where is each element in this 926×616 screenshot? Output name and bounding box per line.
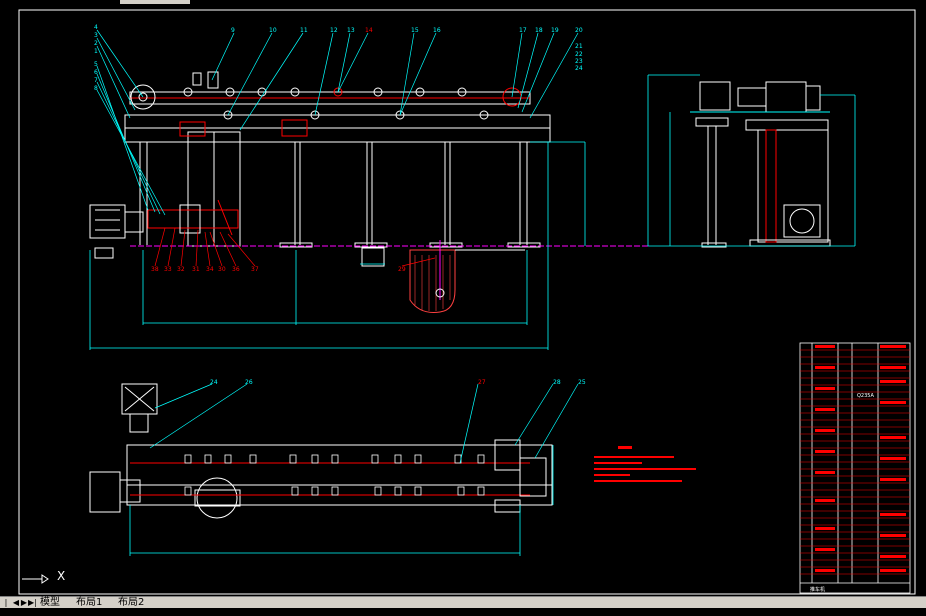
svg-text:30: 30: [218, 266, 226, 273]
side-view: [690, 81, 831, 248]
svg-text:6: 6: [94, 69, 98, 76]
svg-text:14: 14: [365, 27, 373, 34]
front-leaders-red: [154, 227, 436, 267]
layout-tab-bar: |◀ ◀ ▶ ▶| 模型 布局1 布局2: [0, 596, 926, 616]
ucs-icon-arrow: [41, 574, 49, 584]
svg-text:10: 10: [269, 27, 277, 34]
svg-text:33: 33: [164, 266, 172, 273]
svg-text:25: 25: [578, 379, 586, 386]
svg-text:2: 2: [94, 40, 98, 47]
svg-text:18: 18: [535, 27, 543, 34]
front-view: [89, 71, 551, 267]
bom-cell-text: [815, 345, 906, 572]
svg-text:11: 11: [300, 27, 308, 34]
svg-text:5: 5: [94, 61, 98, 68]
svg-text:4: 4: [94, 24, 98, 31]
drawing-border: [18, 9, 916, 595]
plan-bolts: [184, 454, 485, 496]
svg-text:7: 7: [94, 77, 98, 84]
last-tab-button[interactable]: ▶|: [28, 598, 37, 607]
plan-leaders: [149, 383, 579, 464]
svg-text:17: 17: [519, 27, 527, 34]
svg-text:23: 23: [575, 58, 583, 65]
svg-text:36: 36: [232, 266, 240, 273]
roller-row: [183, 87, 489, 120]
tech-notes: [594, 446, 696, 482]
svg-text:29: 29: [398, 266, 406, 273]
svg-text:20: 20: [575, 27, 583, 34]
tab-layout2[interactable]: 布局2: [118, 597, 145, 608]
side-dimensions: [647, 74, 856, 247]
pit-section: [409, 240, 525, 313]
svg-text:37: 37: [251, 266, 259, 273]
svg-text:38: 38: [151, 266, 159, 273]
svg-text:34: 34: [206, 266, 214, 273]
bom-table: [799, 342, 911, 594]
bom-material: Q235A: [857, 393, 874, 399]
svg-text:1: 1: [94, 48, 98, 55]
front-bottom-balloon-labels: 38 33 32 31 34 30 36 37 29: [151, 266, 406, 273]
front-dimensions: [89, 141, 586, 350]
svg-text:13: 13: [347, 27, 355, 34]
tab-layout1[interactable]: 布局1: [76, 597, 103, 608]
prev-tab-button[interactable]: ◀: [12, 598, 20, 607]
bom-rows: [800, 349, 910, 575]
toolbar-remnant: [120, 0, 190, 4]
tab-model[interactable]: 模型: [40, 597, 60, 608]
svg-text:24: 24: [575, 65, 583, 72]
svg-text:22: 22: [575, 51, 583, 58]
svg-text:3: 3: [94, 32, 98, 39]
svg-text:31: 31: [192, 266, 200, 273]
plan-dimensions: [129, 445, 554, 556]
front-leaders: [96, 29, 579, 216]
svg-text:32: 32: [177, 266, 185, 273]
bom-title: 推车机: [810, 586, 825, 593]
svg-text:19: 19: [551, 27, 559, 34]
plan-balloon-labels: 24 26 27 28 25: [210, 379, 586, 386]
plan-view: [89, 383, 553, 519]
next-tab-button[interactable]: ▶: [20, 598, 28, 607]
svg-text:24: 24: [210, 379, 218, 386]
svg-text:26: 26: [245, 379, 253, 386]
svg-text:21: 21: [575, 43, 583, 50]
svg-text:15: 15: [411, 27, 419, 34]
svg-text:28: 28: [553, 379, 561, 386]
svg-text:8: 8: [94, 85, 98, 92]
svg-text:9: 9: [231, 27, 235, 34]
first-tab-button[interactable]: |◀: [2, 598, 10, 616]
svg-text:16: 16: [433, 27, 441, 34]
ucs-x-label: X: [57, 569, 66, 583]
svg-text:12: 12: [330, 27, 338, 34]
svg-text:27: 27: [478, 379, 486, 386]
